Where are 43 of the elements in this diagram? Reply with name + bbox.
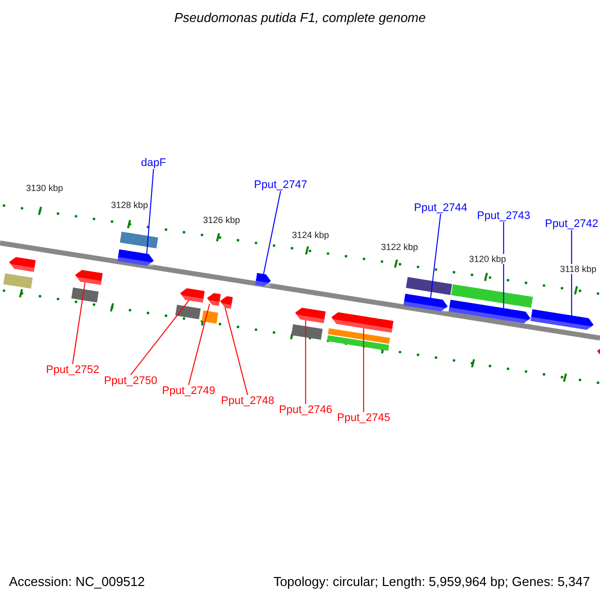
- leader-line: [72, 281, 86, 364]
- leader-line: [224, 306, 248, 396]
- leader-line: [262, 190, 282, 276]
- scale-label: 3118 kbp: [559, 264, 598, 274]
- leader-line: [430, 214, 442, 300]
- leader-line: [363, 326, 364, 412]
- gene-feature: [254, 272, 272, 288]
- gene-label: Pput_2743: [477, 210, 530, 222]
- gene-feature: [403, 294, 449, 312]
- gene-feature: [8, 256, 36, 272]
- leader-line: [188, 303, 210, 386]
- gene-label: Pput_2748: [221, 395, 274, 407]
- accession-text: Accession: NC_009512: [9, 574, 145, 589]
- gene-label: Pput_2742: [545, 218, 598, 230]
- gene-label: Pput_2750: [104, 375, 158, 387]
- gene-label: Pput_2746: [279, 404, 332, 416]
- leader-line: [130, 299, 190, 376]
- leader-line: [503, 222, 504, 310]
- leader-line: [146, 168, 154, 256]
- gene-feature: [219, 295, 233, 309]
- scale-label: 3122 kbp: [380, 242, 420, 252]
- gene-feature: [330, 311, 394, 333]
- gene-label: Pput_2749: [162, 385, 216, 397]
- gene-feature: [206, 292, 220, 306]
- scale-label: 3128 kbp: [110, 200, 150, 210]
- leader-line: [305, 318, 306, 404]
- genome-summary-text: Topology: circular; Length: 5,959,964 bp; Genes: 5,347: [273, 574, 590, 589]
- scale-label: 3124 kbp: [291, 230, 330, 240]
- gene-label: Pput_2744: [414, 202, 468, 214]
- scale-label: 3130 kbp: [25, 183, 64, 193]
- gene-feature: [294, 306, 326, 324]
- gene-feature: [530, 309, 594, 331]
- gene-label: Pput_2747: [254, 179, 308, 191]
- gene-label: Pput_2745: [337, 412, 390, 424]
- gene-feature: [448, 300, 532, 324]
- gene-feature: [74, 268, 102, 286]
- gene-feature: [117, 249, 155, 267]
- gene-label: Pput_2752: [46, 364, 100, 376]
- scale-label: 3126 kbp: [202, 215, 242, 225]
- scale-label: 3120 kbp: [468, 254, 508, 264]
- chart-title: Pseudomonas putida F1, complete genome: [173, 10, 427, 25]
- gene-label: dapF: [141, 157, 166, 169]
- leader-line: [571, 230, 572, 317]
